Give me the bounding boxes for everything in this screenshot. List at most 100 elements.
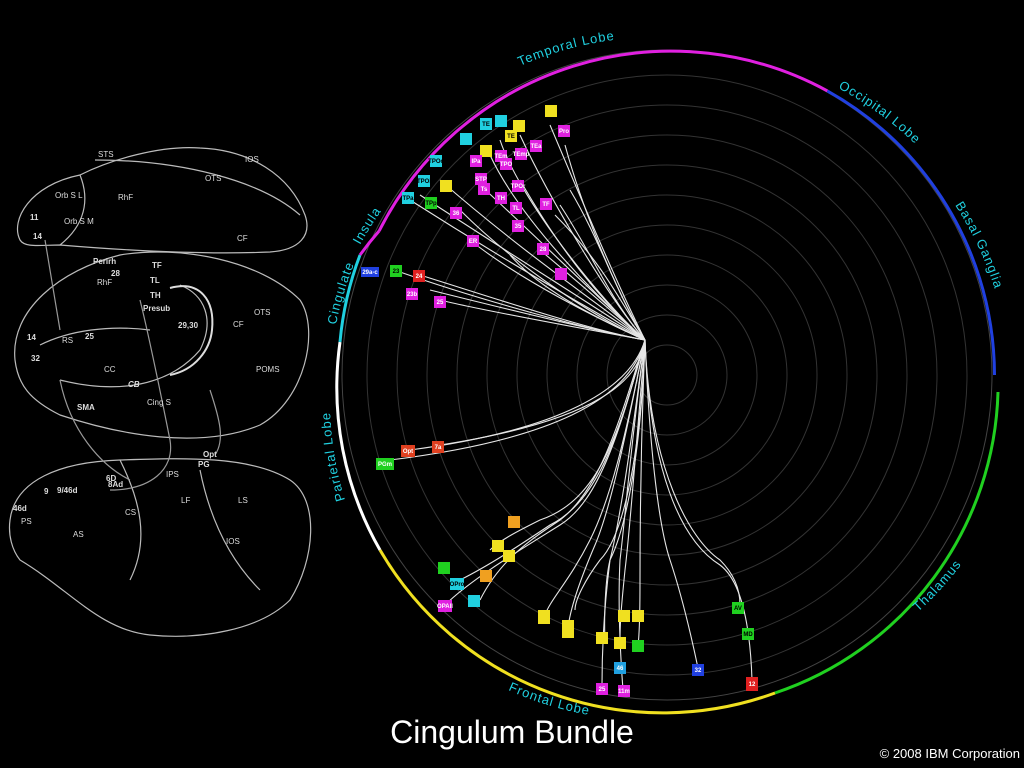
svg-text:TL: TL xyxy=(150,276,160,285)
svg-text:ER: ER xyxy=(469,239,478,245)
brain-bottom-outline xyxy=(8,458,312,637)
svg-text:PS: PS xyxy=(21,517,32,526)
svg-text:23b: 23b xyxy=(407,292,418,298)
svg-text:TF: TF xyxy=(542,202,550,208)
svg-text:Orb S L: Orb S L xyxy=(55,191,83,200)
svg-text:TPO: TPO xyxy=(500,162,513,168)
svg-text:14: 14 xyxy=(27,333,36,342)
node-frontal xyxy=(614,637,626,649)
insula-arc xyxy=(358,229,381,256)
node-temporal: TEmp xyxy=(513,148,530,160)
svg-text:TEmp: TEmp xyxy=(513,152,530,158)
svg-text:IOS: IOS xyxy=(245,155,259,164)
temporal-arc xyxy=(377,49,829,232)
occipital-arc xyxy=(826,89,938,191)
node-temporal: TPO xyxy=(500,158,513,170)
node-frontal xyxy=(492,540,504,552)
node-frontal xyxy=(596,632,608,644)
svg-text:TF: TF xyxy=(152,261,162,270)
svg-text:28: 28 xyxy=(540,247,547,253)
svg-text:IPa: IPa xyxy=(471,159,481,165)
node-thalamus: MD xyxy=(742,628,754,640)
node-cingulate: 24 xyxy=(413,270,425,282)
svg-text:LS: LS xyxy=(238,496,248,505)
node-temporal: TL xyxy=(510,202,522,214)
svg-text:LF: LF xyxy=(181,496,190,505)
node-temporal xyxy=(460,133,472,145)
node-temporal: TEa xyxy=(530,140,542,152)
node-parietal: 7a xyxy=(432,441,444,453)
svg-text:CF: CF xyxy=(237,234,248,243)
svg-text:TH: TH xyxy=(150,291,161,300)
node-temporal: TE xyxy=(505,130,517,142)
svg-text:TL: TL xyxy=(512,206,520,212)
node-frontal xyxy=(438,562,450,574)
node-frontal: 25 xyxy=(596,683,608,695)
frontal-arc xyxy=(378,549,776,715)
svg-text:46: 46 xyxy=(617,666,624,672)
node-frontal: 46 xyxy=(614,662,626,674)
svg-text:25: 25 xyxy=(85,332,94,341)
svg-text:32: 32 xyxy=(31,354,40,363)
svg-text:OTS: OTS xyxy=(205,174,221,183)
node-frontal xyxy=(632,640,644,652)
svg-text:MD: MD xyxy=(743,632,753,638)
node-temporal: Ts xyxy=(478,183,490,195)
svg-text:TPOi: TPOi xyxy=(417,179,431,185)
node-temporal: TH xyxy=(495,192,507,204)
node-temporal: Pro xyxy=(558,125,570,137)
node-temporal: TPOc xyxy=(428,155,444,167)
svg-text:32: 32 xyxy=(695,668,702,674)
svg-text:9: 9 xyxy=(44,487,49,496)
node-frontal xyxy=(503,550,515,562)
svg-text:CC: CC xyxy=(104,365,116,374)
node-temporal: STP xyxy=(475,173,487,185)
svg-text:25: 25 xyxy=(437,300,444,306)
svg-text:28: 28 xyxy=(111,269,120,278)
svg-text:IOS: IOS xyxy=(226,537,240,546)
svg-text:CS: CS xyxy=(125,508,136,517)
svg-text:11m: 11m xyxy=(618,689,630,695)
svg-text:TPa: TPa xyxy=(402,196,414,202)
svg-text:TH: TH xyxy=(497,196,505,202)
svg-text:6D: 6D xyxy=(106,474,116,483)
svg-text:Opt: Opt xyxy=(403,449,413,455)
node-frontal xyxy=(538,610,550,624)
cingulate-arc xyxy=(338,254,362,343)
svg-text:24: 24 xyxy=(416,274,423,280)
svg-text:RhF: RhF xyxy=(97,278,112,287)
svg-text:46d: 46d xyxy=(13,504,27,513)
node-frontal xyxy=(562,620,574,638)
svg-text:9/46d: 9/46d xyxy=(57,486,78,495)
copyright-notice: © 2008 IBM Corporation xyxy=(879,746,1020,761)
node-temporal: TPOr xyxy=(511,180,526,192)
node-temporal: IPa xyxy=(470,155,482,167)
svg-text:TPOr: TPOr xyxy=(511,184,526,190)
svg-text:Presub: Presub xyxy=(143,304,170,313)
svg-text:TPOc: TPOc xyxy=(428,159,444,165)
svg-text:OTS: OTS xyxy=(254,308,270,317)
parietal-arc xyxy=(335,341,382,551)
node-temporal: 36 xyxy=(450,207,462,219)
svg-text:TE: TE xyxy=(482,122,490,128)
svg-text:11: 11 xyxy=(30,213,39,222)
node-temporal xyxy=(513,120,525,132)
svg-text:TEa: TEa xyxy=(530,144,542,150)
node-frontal xyxy=(632,610,644,622)
brain-illustrations xyxy=(8,147,312,637)
label-frontal: Frontal Lobe xyxy=(507,679,592,718)
svg-text:CF: CF xyxy=(233,320,244,329)
node-temporal: TPOi xyxy=(417,175,431,187)
node-frontal: 32 xyxy=(692,664,704,676)
node-cingulate: 29a-c xyxy=(361,267,379,277)
node-frontal xyxy=(618,610,630,622)
svg-text:PG: PG xyxy=(198,460,210,469)
node-thalamus: AV xyxy=(732,602,744,614)
node-frontal: OPro xyxy=(450,578,465,590)
svg-text:Pro: Pro xyxy=(559,129,569,135)
node-temporal: TPp xyxy=(425,197,437,209)
svg-text:36: 36 xyxy=(453,211,460,217)
svg-text:CB: CB xyxy=(128,380,140,389)
node-frontal: OPAll xyxy=(437,600,453,612)
